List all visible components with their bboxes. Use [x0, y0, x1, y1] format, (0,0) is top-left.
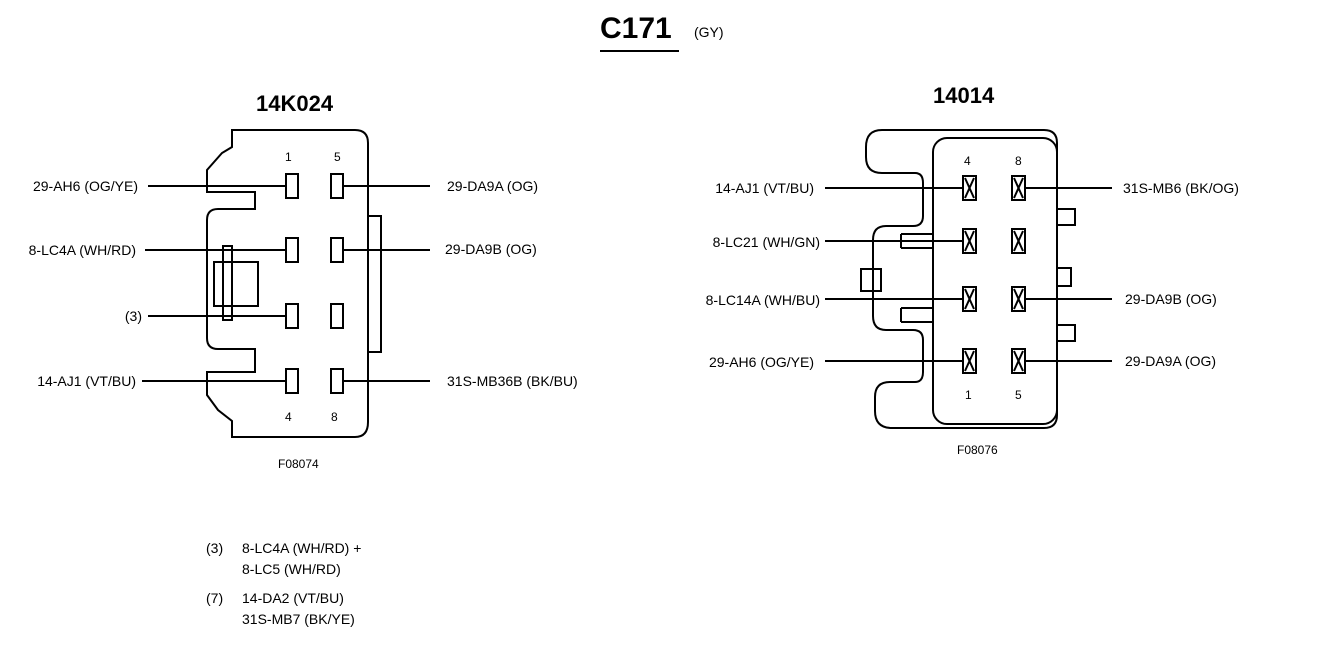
color-code: (GY): [694, 24, 724, 40]
wire-label: 8-LC21 (WH/GN): [712, 234, 820, 250]
wire-label: 14-AJ1 (VT/BU): [715, 180, 814, 196]
wire-label: (3): [124, 308, 142, 324]
pin-1: [962, 348, 977, 374]
wire-label: 8-LC4A (WH/RD): [28, 242, 136, 258]
right-connector-face: [932, 137, 1058, 425]
pin-7: [1011, 228, 1026, 254]
left-latch-bar: [222, 245, 233, 321]
pin-6: [1011, 286, 1026, 312]
right-tab: [1056, 208, 1076, 226]
wire-label: 29-AH6 (OG/YE): [32, 178, 138, 194]
right-connector-part: 14014: [933, 83, 995, 108]
figure-id: F08074: [278, 457, 319, 471]
right-latch-key: [860, 268, 882, 292]
pin-1: [285, 173, 299, 199]
pin-7: [330, 303, 344, 329]
pin-4: [285, 368, 299, 394]
pin-2: [285, 237, 299, 263]
note-line: 8-LC4A (WH/RD) +: [242, 540, 362, 556]
pin-6: [330, 237, 344, 263]
note-line: 8-LC5 (WH/RD): [242, 561, 341, 577]
right-connector-housing: [865, 129, 1058, 429]
wire-label: 8-LC14A (WH/BU): [705, 292, 820, 308]
pin-label: 5: [1015, 388, 1022, 402]
wire-label: 29-DA9A (OG): [1125, 353, 1217, 369]
wire-label: 29-DA9B (OG): [445, 241, 537, 257]
pin-5: [1011, 348, 1026, 374]
pin-5: [330, 173, 344, 199]
figure-id: F08076: [957, 443, 998, 457]
right-tab: [1056, 324, 1076, 342]
note-line: 31S-MB7 (BK/YE): [242, 611, 355, 627]
pin-label: 4: [964, 154, 971, 168]
pin-label: 8: [331, 410, 338, 424]
left-connector-part: 14K024: [256, 91, 334, 116]
right-tab: [1056, 267, 1072, 287]
connector-title: C171: [600, 12, 672, 45]
pin-label: 5: [334, 150, 341, 164]
note-line: 14-DA2 (VT/BU): [242, 590, 344, 606]
pin-label: 1: [285, 150, 292, 164]
wire-label: 29-DA9B (OG): [1125, 291, 1217, 307]
right-latch-notch: [900, 307, 933, 323]
wire-label: 29-AH6 (OG/YE): [708, 354, 814, 370]
pin-label: 8: [1015, 154, 1022, 168]
wire-label: 29-DA9A (OG): [447, 178, 539, 194]
wire-label: 31S-MB36B (BK/BU): [447, 373, 578, 389]
wire-label: 14-AJ1 (VT/BU): [37, 373, 136, 389]
pin-8: [330, 368, 344, 394]
pin-3: [962, 228, 977, 254]
wire-label: 31S-MB6 (BK/OG): [1123, 180, 1239, 196]
pin-label: 4: [285, 410, 292, 424]
left-side-rib: [367, 215, 382, 353]
pin-2: [962, 286, 977, 312]
pin-3: [285, 303, 299, 329]
pin-4: [962, 175, 977, 201]
note-ref: (7): [206, 590, 224, 606]
pin-8: [1011, 175, 1026, 201]
left-latch: [213, 261, 259, 307]
pin-label: 1: [965, 388, 972, 402]
left-connector-housing: [206, 129, 369, 438]
note-ref: (3): [206, 540, 224, 556]
